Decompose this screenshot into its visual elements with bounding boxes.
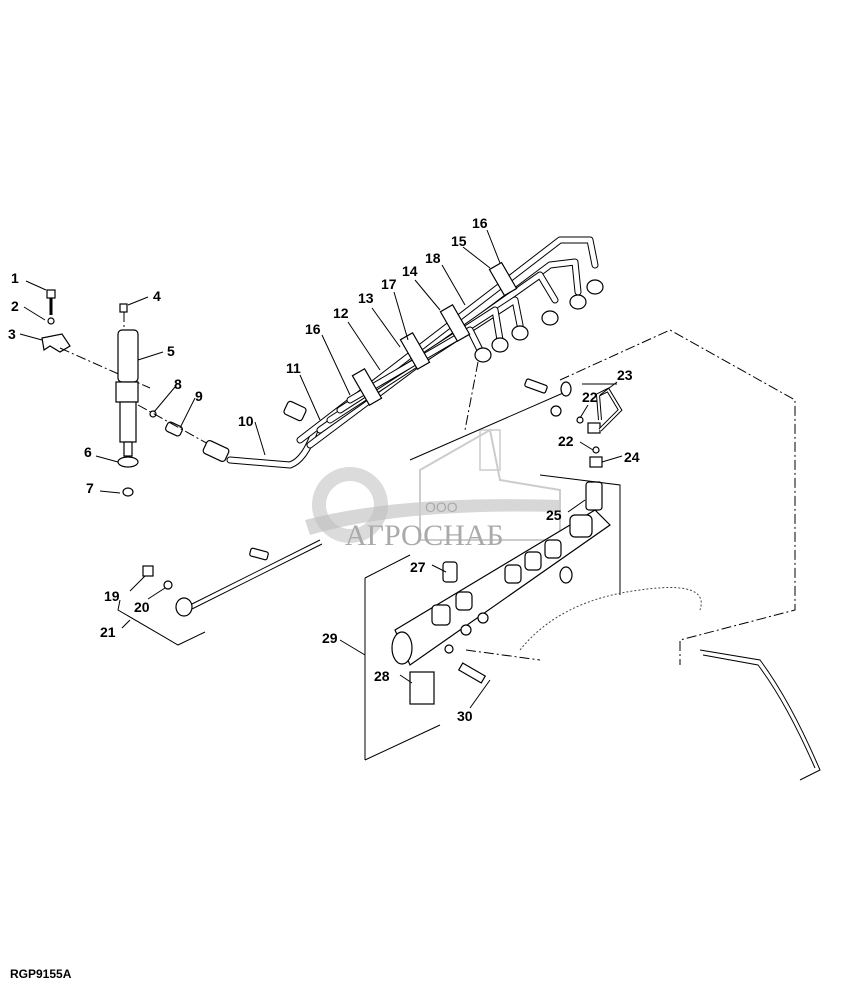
common-rail-assembly bbox=[364, 474, 621, 761]
callout-1: 1 bbox=[11, 270, 19, 286]
callout-11: 11 bbox=[286, 360, 301, 376]
watermark-prefix: ООО bbox=[425, 499, 458, 515]
boundary-outline bbox=[559, 329, 796, 665]
callout-28: 28 bbox=[374, 668, 390, 684]
callout-10: 10 bbox=[238, 413, 254, 429]
callout-22-lower: 22 bbox=[558, 433, 574, 449]
callout-27: 27 bbox=[410, 559, 426, 575]
callout-15: 15 bbox=[451, 233, 467, 249]
callout-16-upper: 16 bbox=[472, 215, 488, 231]
callout-22-upper: 22 bbox=[582, 389, 598, 405]
callout-9: 9 bbox=[195, 388, 203, 404]
ghost-return-line bbox=[519, 587, 821, 781]
callout-30: 30 bbox=[457, 708, 473, 724]
callout-23: 23 bbox=[617, 367, 633, 383]
callout-13: 13 bbox=[358, 290, 374, 306]
callout-24: 24 bbox=[624, 449, 640, 465]
callouts: 1 2 3 4 5 6 7 8 9 10 11 16 12 13 17 14 1… bbox=[8, 215, 640, 724]
watermark-logo: ООО АГРОСНАБ bbox=[305, 428, 561, 552]
callout-21: 21 bbox=[100, 624, 116, 640]
callout-5: 5 bbox=[167, 343, 175, 359]
callout-18: 18 bbox=[425, 250, 441, 266]
callout-16-lower: 16 bbox=[305, 321, 321, 337]
injection-pipe-bundle bbox=[283, 236, 604, 449]
injector-assembly bbox=[41, 289, 211, 497]
callout-3: 3 bbox=[8, 326, 16, 342]
callout-6: 6 bbox=[84, 444, 92, 460]
callout-17: 17 bbox=[381, 276, 397, 292]
callout-19: 19 bbox=[104, 588, 120, 604]
callout-4: 4 bbox=[153, 288, 161, 304]
callout-25: 25 bbox=[546, 507, 562, 523]
fuel-line-10 bbox=[202, 426, 319, 469]
watermark-brand: АГРОСНАБ bbox=[345, 519, 504, 552]
return-line-group bbox=[409, 378, 623, 511]
callout-8: 8 bbox=[174, 376, 182, 392]
leader-lines bbox=[19, 229, 623, 709]
callout-14: 14 bbox=[402, 263, 418, 279]
callout-2: 2 bbox=[11, 298, 19, 314]
callout-29: 29 bbox=[322, 630, 338, 646]
figure-id: RGP9155A bbox=[10, 967, 72, 981]
callout-7: 7 bbox=[86, 480, 94, 496]
sensor-line-group bbox=[117, 539, 323, 646]
callout-12: 12 bbox=[333, 305, 349, 321]
callout-20: 20 bbox=[134, 599, 150, 615]
